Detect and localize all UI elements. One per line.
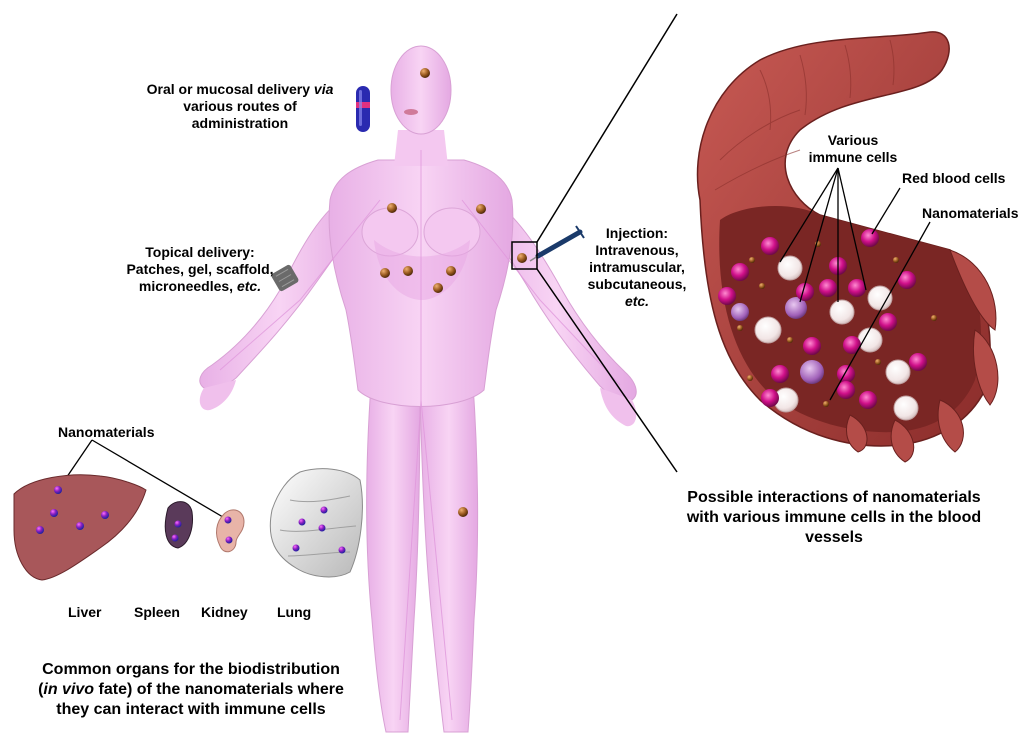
spleen-label: Spleen <box>134 604 180 621</box>
lung-illustration <box>270 469 362 577</box>
injection-label: Injection: Intravenous, intramuscular, s… <box>582 225 692 310</box>
topical-delivery-label: Topical delivery: Patches, gel, scaffold… <box>126 244 274 295</box>
capsule-icon <box>356 86 370 132</box>
red-blood-cells-label: Red blood cells <box>902 170 1005 187</box>
immune-cells-label: Various immune cells <box>800 132 906 166</box>
oral-delivery-label: Oral or mucosal delivery via various rou… <box>140 81 340 132</box>
kidney-label: Kidney <box>201 604 248 621</box>
vessel-nanomaterials-label: Nanomaterials <box>922 205 1018 222</box>
liver-label: Liver <box>68 604 101 621</box>
liver-illustration <box>14 475 146 580</box>
spleen-illustration <box>165 502 192 548</box>
human-body <box>200 46 637 732</box>
lung-label: Lung <box>277 604 311 621</box>
organ-nanomaterials-label: Nanomaterials <box>58 424 154 441</box>
vessel-caption: Possible interactions of nanomaterials w… <box>660 488 1008 548</box>
syringe-icon <box>530 226 584 261</box>
organs-caption: Common organs for the biodistribution (i… <box>16 660 366 720</box>
